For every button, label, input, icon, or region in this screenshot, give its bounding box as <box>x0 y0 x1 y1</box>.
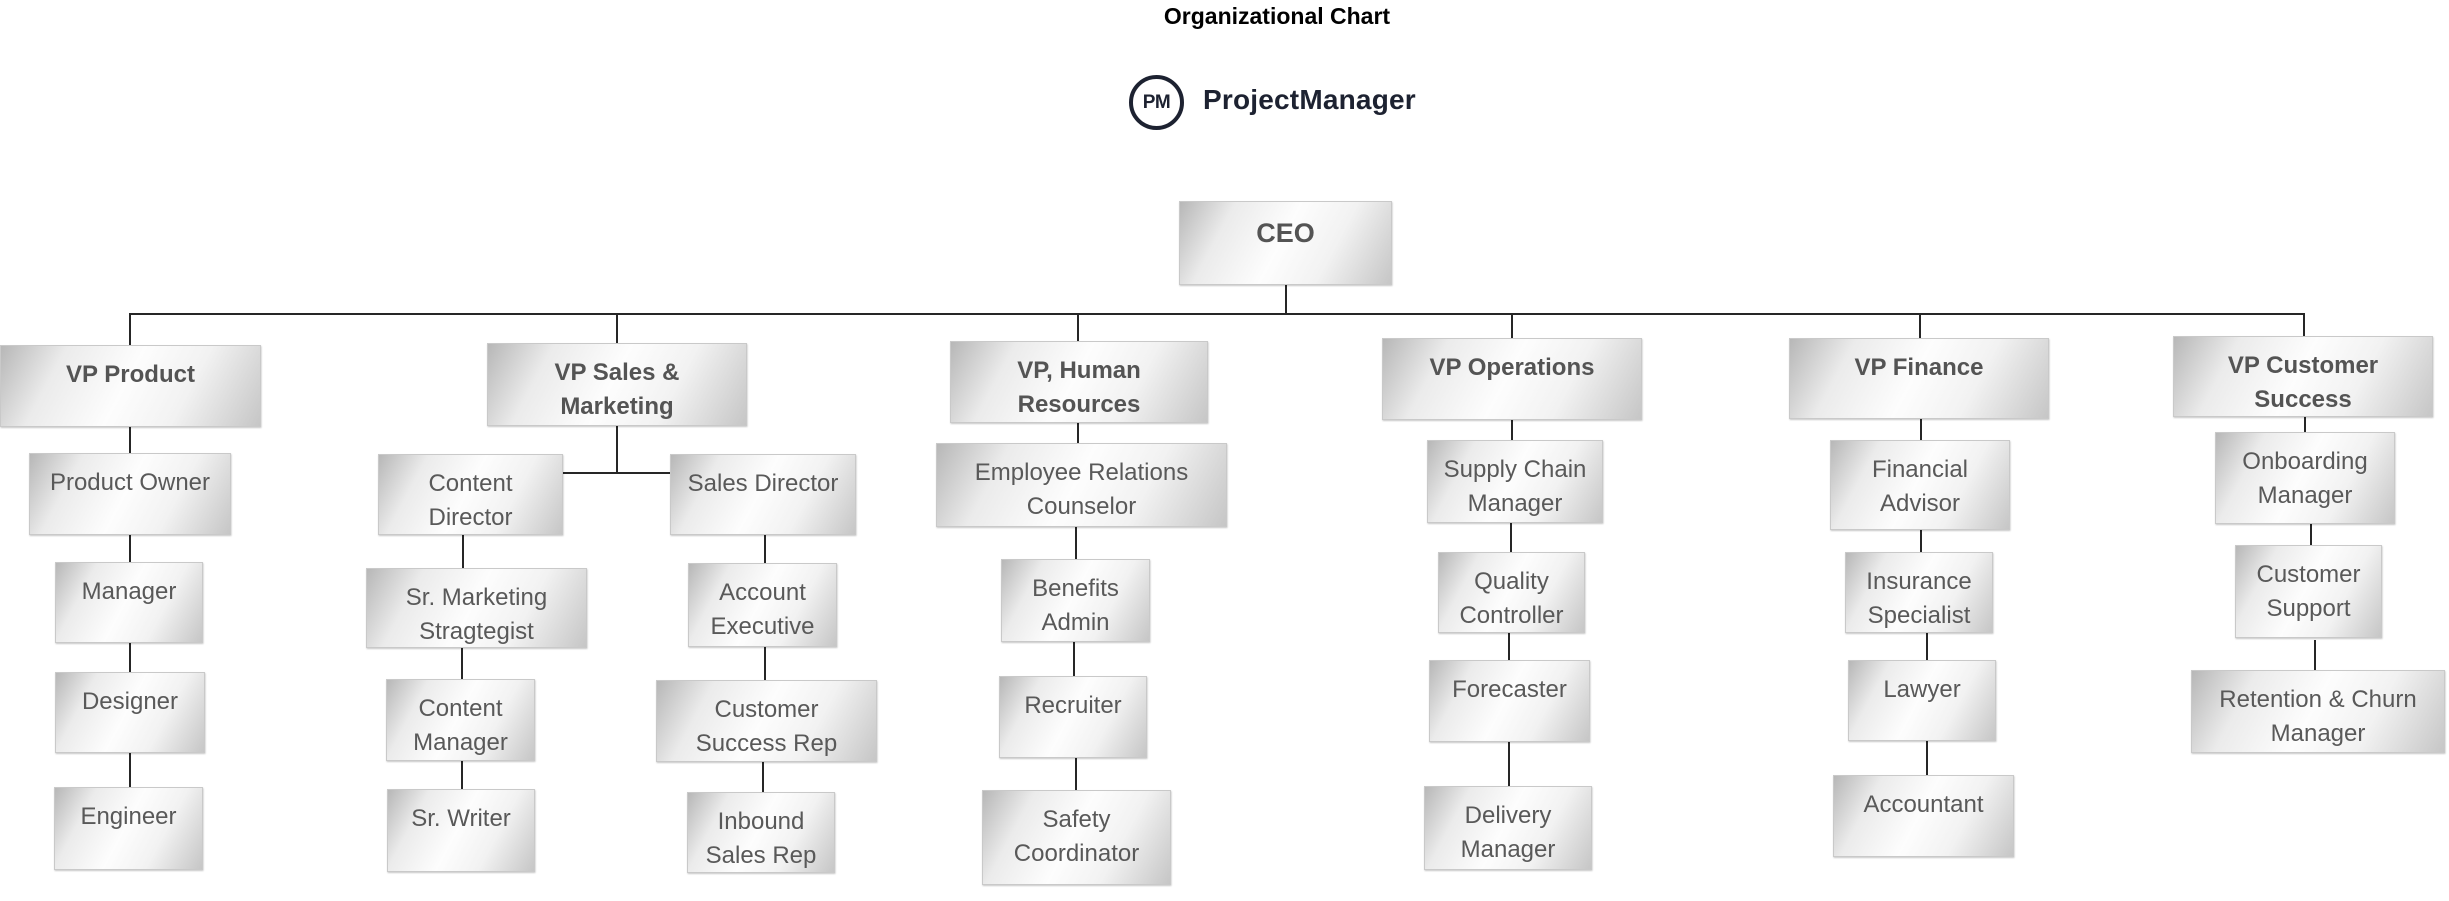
connector-line <box>1511 420 1513 440</box>
node-onboarding-manager: Onboarding Manager <box>2215 432 2395 524</box>
node-designer: Designer <box>55 672 205 753</box>
connector-line <box>762 762 764 792</box>
chart-title: Organizational Chart <box>1163 3 1391 29</box>
connector-line <box>462 535 464 568</box>
node-vp-human-resources: VP, Human Resources <box>950 341 1208 423</box>
connector-line <box>1919 313 1921 339</box>
node-content-director: Content Director <box>378 454 563 535</box>
node-recruiter: Recruiter <box>999 676 1147 758</box>
connector-line <box>129 753 131 787</box>
node-customer-success-rep: Customer Success Rep <box>656 680 877 762</box>
node-safety-coordinator: Safety Coordinator <box>982 790 1171 885</box>
connector-line <box>1077 313 1079 342</box>
node-quality-controller: Quality Controller <box>1438 552 1585 633</box>
projectmanager-logo-icon: PM <box>1129 75 1184 130</box>
node-retention-churn-manager: Retention & Churn Manager <box>2191 670 2445 753</box>
connector-line <box>1920 530 1922 552</box>
node-content-manager: Content Manager <box>386 679 535 761</box>
connector-line <box>129 535 131 562</box>
node-sr-writer: Sr. Writer <box>387 789 535 872</box>
node-manager: Manager <box>55 562 203 643</box>
connector-line <box>2310 524 2312 545</box>
logo-badge-text: PM <box>1142 91 1171 113</box>
connector-line <box>1285 285 1287 314</box>
node-account-executive: Account Executive <box>688 563 837 647</box>
connector-line <box>1508 742 1510 786</box>
connector-line <box>1077 423 1079 443</box>
connector-line <box>764 535 766 563</box>
node-accountant: Accountant <box>1833 775 2014 857</box>
connector-line <box>616 426 618 472</box>
connector-line <box>1926 741 1928 775</box>
node-vp-product: VP Product <box>0 345 261 427</box>
node-vp-operations: VP Operations <box>1382 338 1642 420</box>
connector-line <box>1075 527 1077 559</box>
node-insurance-specialist: Insurance Specialist <box>1845 552 1993 633</box>
node-vp-finance: VP Finance <box>1789 338 2049 419</box>
node-delivery-manager: Delivery Manager <box>1424 786 1592 870</box>
connector-line <box>2314 640 2316 670</box>
connector-line <box>129 643 131 672</box>
node-benefits-admin: Benefits Admin <box>1001 559 1150 642</box>
connector-line <box>1508 633 1510 660</box>
connector-line <box>2303 313 2305 337</box>
connector-line <box>1926 633 1928 660</box>
connector-line <box>461 761 463 789</box>
node-forecaster: Forecaster <box>1429 660 1590 742</box>
node-lawyer: Lawyer <box>1848 660 1996 741</box>
node-sr-marketing-stragtegist: Sr. Marketing Stragtegist <box>366 568 587 648</box>
connector-line <box>461 648 463 679</box>
node-financial-advisor: Financial Advisor <box>1830 440 2010 530</box>
connector-line <box>1073 642 1075 676</box>
connector-line <box>129 427 131 453</box>
node-employee-relations-counselor: Employee Relations Counselor <box>936 443 1227 527</box>
connector-line <box>563 472 670 474</box>
node-customer-support: Customer Support <box>2235 545 2382 638</box>
node-ceo: CEO <box>1179 201 1392 285</box>
connector-line <box>129 313 131 346</box>
node-product-owner: Product Owner <box>29 453 231 535</box>
node-vp-sales-marketing: VP Sales & Marketing <box>487 343 747 426</box>
node-vp-customer-success: VP Customer Success <box>2173 336 2433 417</box>
connector-line <box>2304 417 2306 432</box>
node-sales-director: Sales Director <box>670 454 856 535</box>
brand-name: ProjectManager <box>1203 84 1416 115</box>
node-engineer: Engineer <box>54 787 203 870</box>
connector-line <box>1920 419 1922 440</box>
connector-line <box>764 647 766 680</box>
connector-line <box>1510 523 1512 552</box>
connector-line <box>130 313 2305 315</box>
connector-line <box>616 313 618 344</box>
connector-line <box>1075 758 1077 790</box>
node-inbound-sales-rep: Inbound Sales Rep <box>687 792 835 873</box>
connector-line <box>1511 313 1513 339</box>
node-supply-chain-manager: Supply Chain Manager <box>1427 440 1603 523</box>
